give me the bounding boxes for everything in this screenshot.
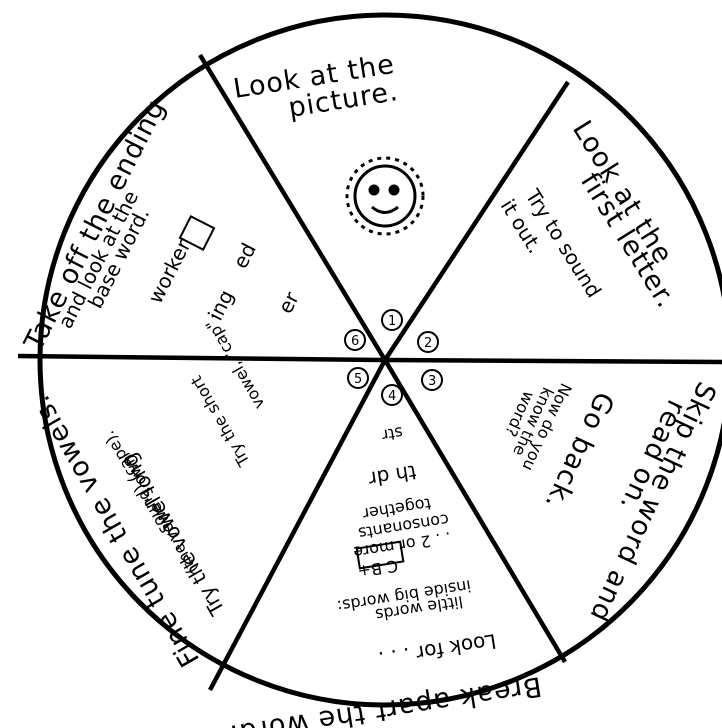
seg6-number: 6 (351, 334, 359, 349)
seg4-line-10: str (380, 423, 404, 445)
seg2-number: 2 (424, 336, 432, 351)
seg1-number: 1 (388, 314, 396, 329)
seg3-number: 3 (428, 374, 436, 389)
seg5-number: 5 (354, 372, 362, 387)
seg4-number: 4 (388, 389, 396, 404)
